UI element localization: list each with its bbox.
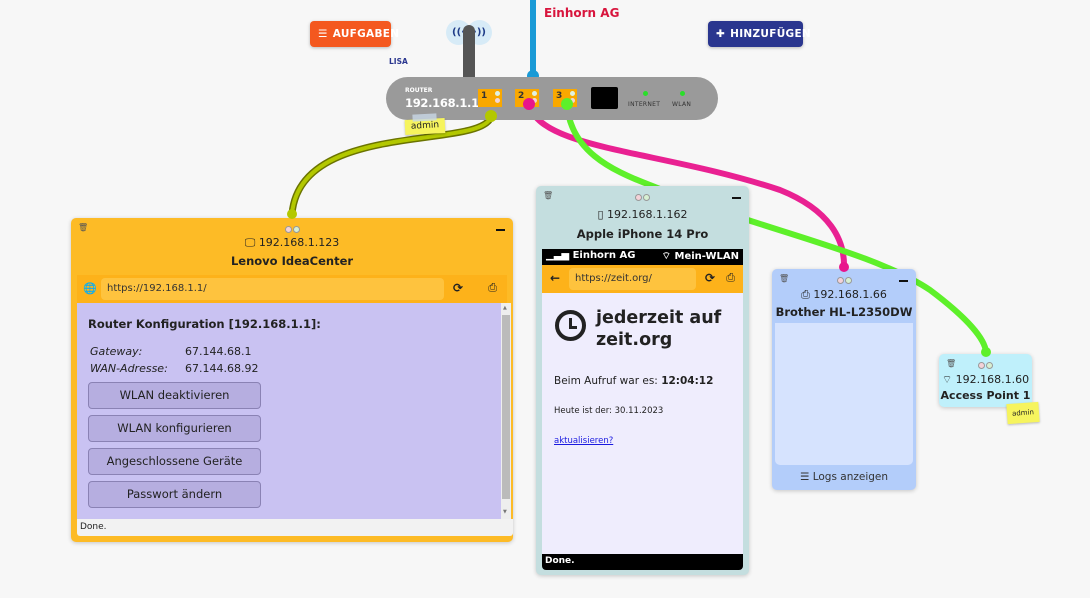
refresh-link[interactable]: aktualisieren? (554, 436, 614, 446)
wifi-icon: ⌔ (661, 251, 672, 262)
device-ip: 192.168.1.162 (607, 208, 688, 221)
minimize-button[interactable] (899, 280, 908, 282)
router-ip: 192.168.1.1 (405, 96, 479, 110)
tasks-button[interactable]: ☰ AUFGABEN (310, 21, 399, 47)
browser-status: Done. (77, 519, 513, 536)
minimize-button[interactable] (496, 229, 505, 231)
device-ip: 192.168.1.123 (258, 236, 340, 249)
internet-led-label: INTERNET (628, 101, 661, 108)
scrollbar[interactable]: ▲ ▼ (501, 303, 511, 519)
router-port-1[interactable]: 1 (478, 89, 502, 107)
show-logs-button[interactable]: ☰ Logs anzeigen (799, 471, 889, 483)
signal-icon: ▁▃▅ (546, 250, 570, 261)
print-icon[interactable]: ⎙ (488, 281, 497, 294)
window-dots (536, 194, 749, 201)
device-ip: 192.168.1.66 (813, 288, 887, 301)
globe-icon: 🌐 (83, 282, 97, 295)
device-name: Apple iPhone 14 Pro (576, 227, 709, 241)
router-port-3[interactable]: 3 (553, 89, 577, 107)
company-name: Einhorn AG (544, 6, 620, 20)
router-password-note[interactable]: admin (404, 117, 446, 136)
window-dots (939, 362, 1032, 369)
page-heading: Router Konfiguration [192.168.1.1]: (88, 317, 321, 331)
browser-toolbar: ← https://zeit.org/ ⟳ ⎙ (542, 265, 743, 293)
url-input[interactable]: https://zeit.org/ (569, 268, 696, 290)
device-name: Access Point 1 (940, 389, 1031, 402)
scrollbar-thumb[interactable] (502, 315, 510, 499)
wlan-led (680, 91, 685, 96)
today-date: Heute ist der: 30.11.2023 (554, 406, 664, 416)
router-port-2[interactable]: 2 (515, 89, 539, 107)
wlan-deactivate-button[interactable]: WLAN deaktivieren (88, 382, 261, 409)
browser-status: Done. (542, 554, 743, 570)
phone-status-bar: ▁▃▅ Einhorn AG ⌔ Mein-WLAN (542, 249, 743, 265)
minimize-button[interactable] (732, 197, 741, 199)
back-arrow-icon[interactable]: ← (550, 271, 561, 285)
list-icon: ☰ (318, 28, 328, 40)
router-label: ROUTER (405, 87, 433, 94)
internet-led (643, 91, 648, 96)
device-card-iphone[interactable]: 🗑 ▯ 192.168.1.162 Apple iPhone 14 Pro ▁▃… (536, 186, 749, 575)
site-title: jederzeit auf zeit.org (596, 308, 722, 350)
change-password-button[interactable]: Passwort ändern (88, 481, 261, 508)
user-label: LISA (389, 57, 408, 66)
browser-toolbar: 🌐 https://192.168.1.1/ ⟳ ⎙ (77, 275, 507, 303)
device-name: Brother HL-L2350DW (775, 305, 913, 319)
ap-password-note[interactable]: admin (1006, 401, 1040, 425)
reload-icon[interactable]: ⟳ (452, 281, 463, 295)
wan-port[interactable] (591, 87, 618, 109)
wlan-configure-button[interactable]: WLAN konfigurieren (88, 415, 261, 442)
device-card-lenovo[interactable]: 🗑 🖵 192.168.1.123 Lenovo IdeaCenter 🌐 ht… (71, 218, 513, 542)
browser-content: Router Konfiguration [192.168.1.1]: Gate… (77, 303, 501, 519)
print-icon[interactable]: ⎙ (726, 271, 735, 284)
gateway-row: Gateway:67.144.68.1 (90, 345, 252, 358)
add-device-button[interactable]: ✚ HINZUFÜGEN (708, 21, 811, 47)
plus-icon: ✚ (716, 28, 726, 40)
device-name: Lenovo IdeaCenter (230, 254, 354, 268)
cable-port1-lenovo[interactable] (288, 115, 495, 215)
device-card-printer[interactable]: 🗑 ⎙ 192.168.1.66 Brother HL-L2350DW ☰ Lo… (772, 269, 916, 490)
wifi-icon: ⌔ (941, 373, 953, 386)
wlan-led-label: WLAN (672, 101, 692, 108)
window-dots (71, 226, 513, 233)
wan-address-row: WAN-Adresse:67.144.68.92 (90, 362, 259, 375)
clock-icon (555, 310, 586, 341)
window-dots (772, 277, 916, 284)
device-card-access-point[interactable]: 🗑 ⌔ 192.168.1.60 Access Point 1 (939, 354, 1032, 407)
connected-devices-button[interactable]: Angeschlossene Geräte (88, 448, 261, 475)
url-input[interactable]: https://192.168.1.1/ (101, 278, 444, 300)
printer-icon: ⎙ (801, 288, 810, 301)
list-icon: ☰ (799, 471, 810, 483)
router-antenna (463, 25, 475, 83)
access-time: Beim Aufruf war es: 12:04:12 (554, 375, 714, 387)
desktop-icon: 🖵 (244, 236, 256, 249)
device-ip: 192.168.1.60 (955, 373, 1030, 386)
smartphone-icon: ▯ (597, 208, 604, 221)
printer-content (775, 323, 913, 465)
browser-content: jederzeit auf zeit.org Beim Aufruf war e… (542, 293, 743, 554)
reload-icon[interactable]: ⟳ (704, 271, 715, 285)
trash-icon[interactable]: 🗑 (946, 359, 957, 368)
trash-icon[interactable]: 🗑 (78, 223, 89, 232)
